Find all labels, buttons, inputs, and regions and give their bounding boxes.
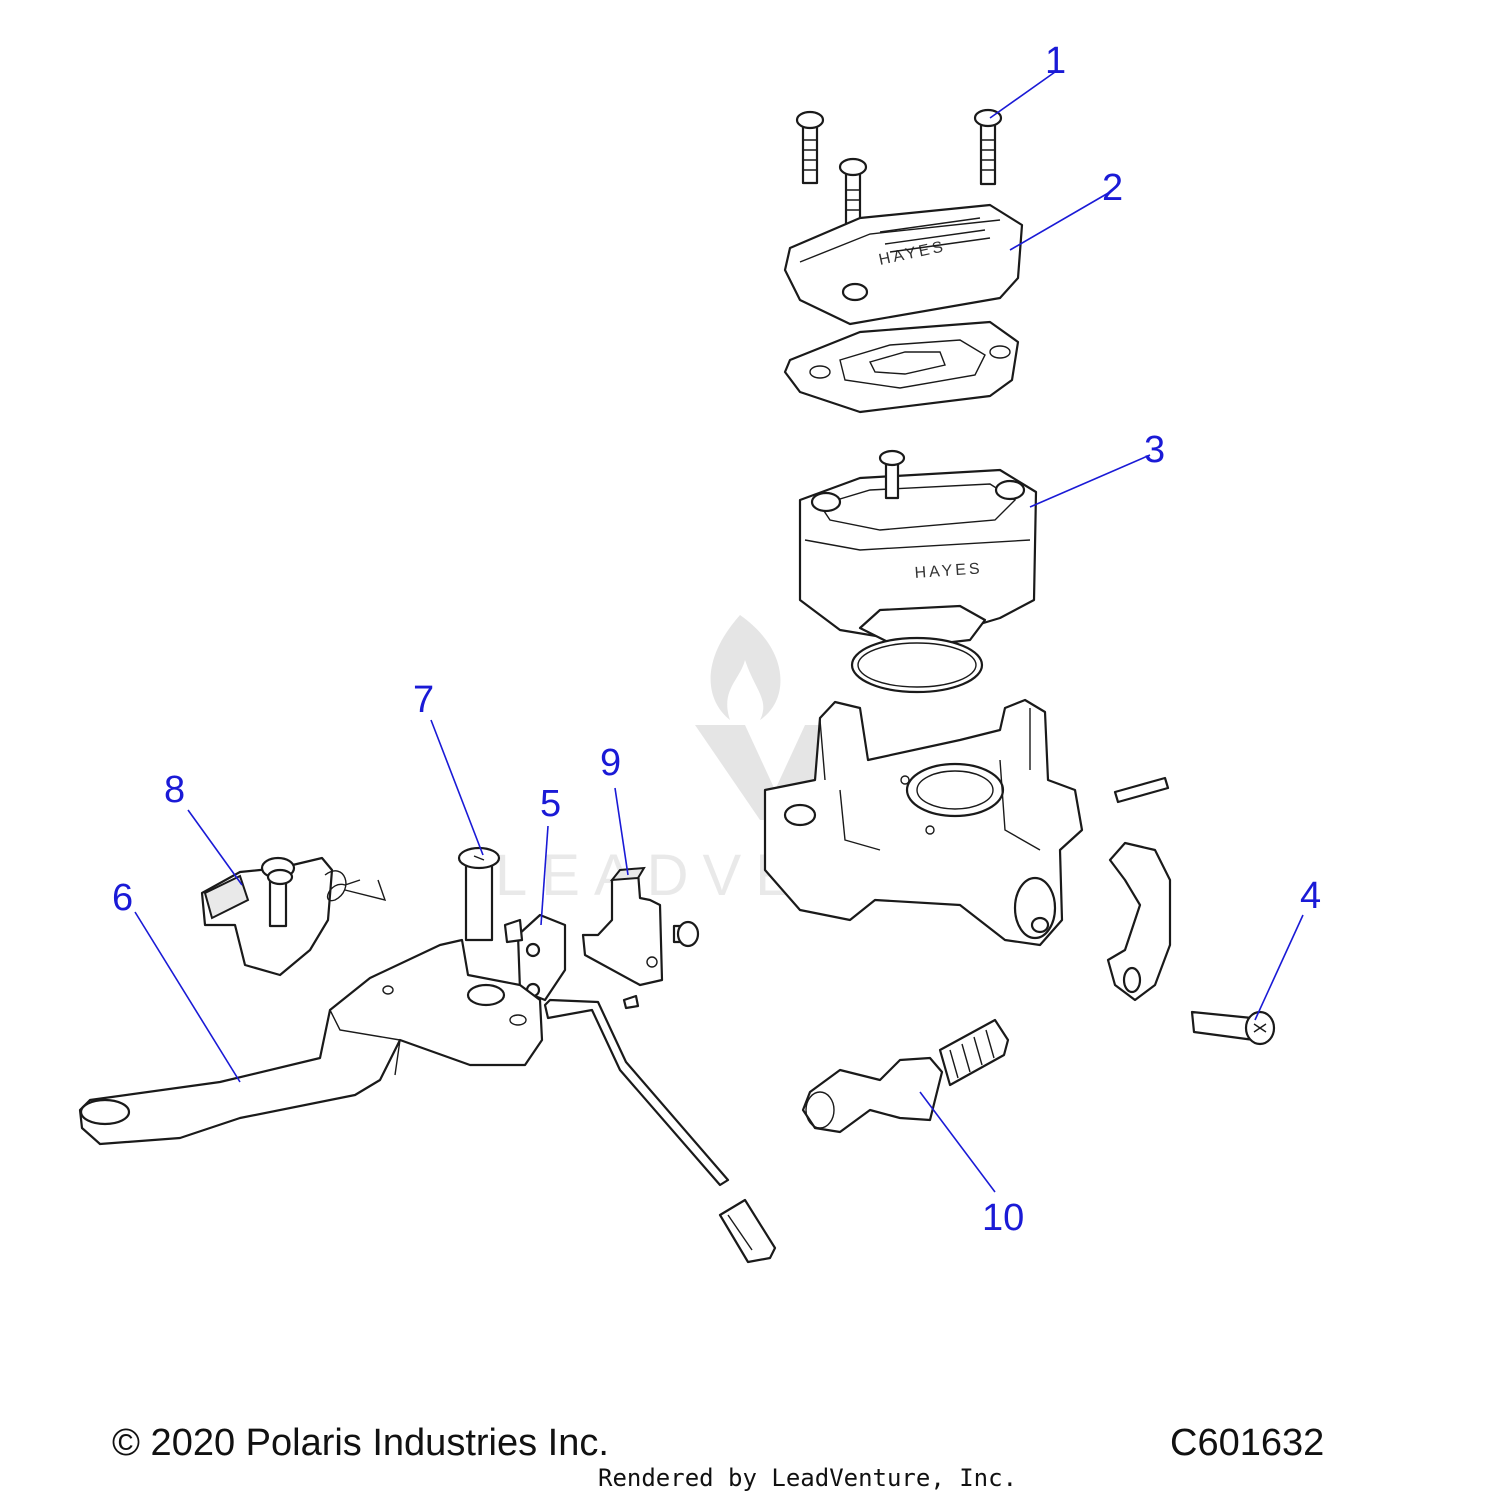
master-cylinder-body: [763, 698, 1084, 947]
callout-10: 10: [982, 1197, 1024, 1239]
part-10-piston-assembly: [801, 1018, 1010, 1134]
part-7-pivot-bolt: [457, 846, 501, 942]
callout-9: 9: [600, 742, 621, 784]
leader-3: [1029, 454, 1151, 508]
callout-6: 6: [112, 877, 133, 919]
callout-7: 7: [413, 679, 434, 721]
reservoir-diaphragm: [783, 320, 1020, 414]
part-8-reach-adjuster: [200, 856, 387, 977]
reservoir-brand-engraving: HAYES: [914, 560, 983, 582]
leader-5: [540, 825, 549, 926]
pivot-pin: [1113, 776, 1170, 804]
watermark-v-logo-icon: [695, 725, 855, 820]
copyright-text: © 2020 Polaris Industries Inc.: [112, 1422, 609, 1464]
reservoir-o-ring: [850, 636, 984, 694]
callout-4: 4: [1300, 875, 1321, 917]
callout-3: 3: [1144, 429, 1165, 471]
leader-6: [134, 911, 241, 1083]
callout-1: 1: [1045, 40, 1066, 82]
bracket-screw: [672, 920, 700, 948]
part-9-switch-bracket: [581, 866, 700, 1010]
leader-9: [614, 787, 629, 876]
rendered-by-text: Rendered by LeadVenture, Inc.: [598, 1464, 1018, 1492]
cover-screw-center: [838, 157, 868, 234]
leader-8: [187, 809, 243, 886]
diagram-code: C601632: [1170, 1422, 1325, 1464]
part-3-reservoir-body: HAYES: [798, 449, 1038, 650]
handlebar-clamp: [1106, 841, 1172, 1002]
leader-7: [430, 719, 484, 856]
callout-5: 5: [540, 783, 561, 825]
leader-4: [1254, 914, 1304, 1021]
cover-screw-right: [973, 108, 1003, 186]
callout-8: 8: [164, 769, 185, 811]
watermark-flame-icon: [710, 615, 781, 720]
part-2-reservoir-cover: HAYES: [783, 203, 1024, 326]
part-4-clamp-bolt: [1190, 1010, 1276, 1046]
leader-2: [1009, 191, 1111, 251]
callout-2: 2: [1102, 167, 1123, 209]
leader-10: [919, 1091, 996, 1193]
cover-screw-left: [795, 110, 825, 185]
leader-1: [989, 71, 1056, 119]
part-5-brake-switch: [503, 913, 777, 1264]
part-1-cover-screws: [795, 108, 1003, 234]
part-6-brake-lever: [78, 938, 544, 1146]
